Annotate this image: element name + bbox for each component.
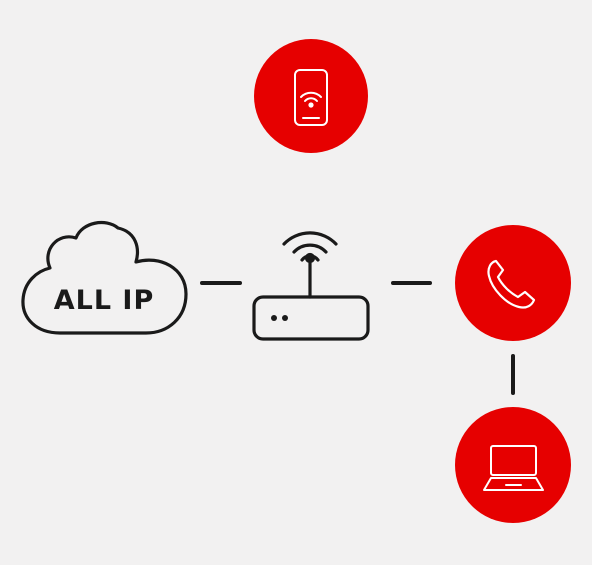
cloud-icon [21,220,188,335]
cloud-label: ALL IP [54,285,155,316]
phone-node-circle [455,225,571,341]
phone-node [455,225,571,341]
laptop-icon [483,445,544,491]
mobile-node-circle [254,39,368,153]
laptop-node [455,407,571,523]
router-icon [252,231,370,341]
phone-handset-icon [487,259,536,309]
smartphone-wifi-icon [294,69,328,126]
laptop-node-circle [455,407,571,523]
mobile-node [254,39,368,153]
